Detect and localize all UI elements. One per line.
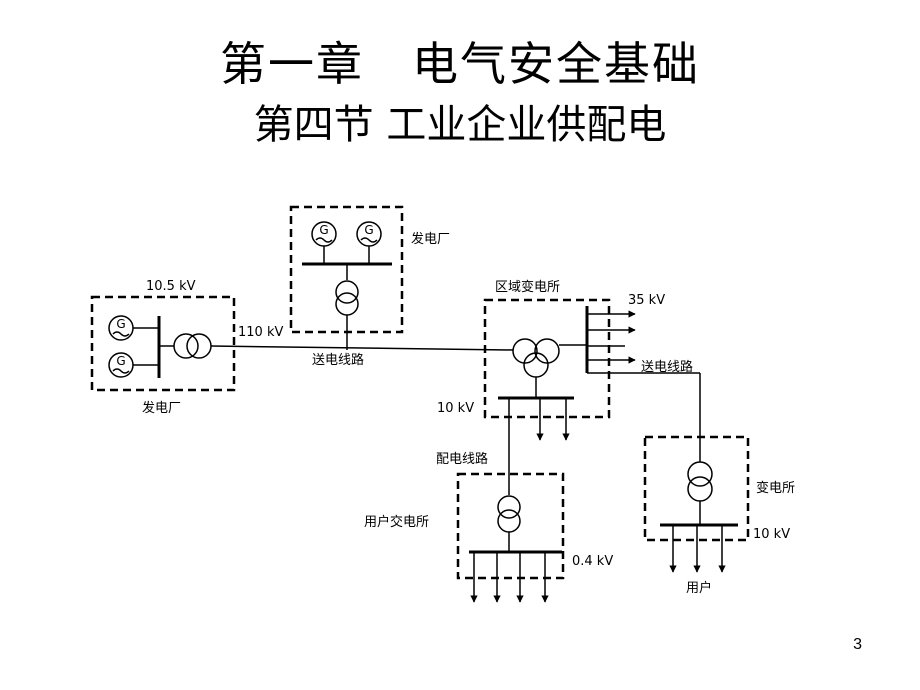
generator-symbol: G bbox=[116, 354, 125, 368]
label-plant-left: 发电厂 bbox=[142, 400, 181, 416]
label-line-voltage: 110 kV bbox=[238, 325, 283, 340]
label-regional-substation: 区域变电所 bbox=[495, 279, 560, 295]
transformer-icon bbox=[497, 495, 521, 533]
label-transmission-line-2: 送电线路 bbox=[641, 359, 693, 375]
transformer-icon bbox=[335, 280, 359, 316]
generator-symbol: G bbox=[319, 223, 328, 237]
three-winding-transformer-icon bbox=[512, 338, 560, 378]
label-04kv: 0.4 kV bbox=[572, 554, 613, 569]
plant-left-box bbox=[90, 295, 236, 392]
transformer-icon bbox=[173, 333, 212, 359]
label-substation: 变电所 bbox=[756, 480, 795, 496]
label-users: 用户 bbox=[686, 580, 712, 596]
label-user-substation: 用户交电所 bbox=[364, 514, 429, 530]
label-distribution-line: 配电线路 bbox=[436, 451, 488, 467]
label-10kv-regional: 10 kV bbox=[437, 401, 474, 416]
page-title: 第一章 电气安全基础 bbox=[220, 37, 700, 91]
page-number: 3 bbox=[853, 636, 862, 653]
label-plant-left-voltage: 10.5 kV bbox=[146, 279, 196, 294]
label-plant-top: 发电厂 bbox=[411, 231, 450, 247]
page-subtitle: 第四节 工业企业供配电 bbox=[253, 102, 667, 148]
generator-symbol: G bbox=[364, 223, 373, 237]
transmission-line-110kv bbox=[210, 345, 514, 351]
user-substation-box bbox=[456, 472, 565, 580]
regional-substation-box bbox=[483, 298, 611, 419]
label-10kv-substation: 10 kV bbox=[753, 527, 790, 542]
label-transmission-line-1: 送电线路 bbox=[312, 352, 364, 368]
label-35kv: 35 kV bbox=[628, 293, 665, 308]
transformer-icon bbox=[687, 461, 713, 502]
generator-symbol: G bbox=[116, 317, 125, 331]
